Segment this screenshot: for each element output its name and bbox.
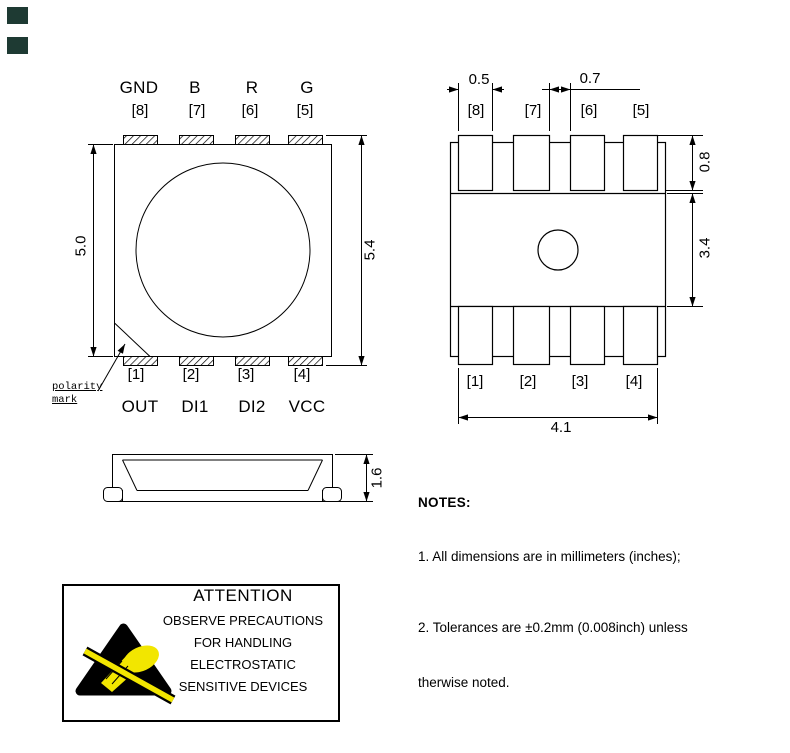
dim-5-4-label: 5.4 bbox=[361, 239, 379, 261]
pin-num-8: [8] bbox=[131, 102, 149, 119]
back-pads-bottom bbox=[457, 305, 659, 366]
bullet-mark-top bbox=[7, 7, 28, 24]
dim-0-7-label: 0.7 bbox=[579, 70, 601, 87]
section-bullet-marks bbox=[7, 7, 28, 54]
note-1: 1. All dimensions are in millimeters (in… bbox=[418, 549, 681, 564]
back-pads-top bbox=[457, 134, 659, 192]
top-view-outline bbox=[88, 135, 367, 392]
esd-slash bbox=[83, 648, 175, 703]
pin-num-2: [2] bbox=[182, 366, 200, 383]
dim-0-7-lines bbox=[542, 83, 640, 131]
side-lead-feet bbox=[103, 487, 342, 502]
dim-5-0-label: 5.0 bbox=[72, 235, 90, 257]
back-pad-1: [1] bbox=[466, 373, 484, 390]
attention-border bbox=[62, 584, 340, 722]
attention-title: ATTENTION bbox=[193, 586, 293, 605]
back-pad-5: [5] bbox=[632, 102, 650, 119]
mark-word: mark bbox=[52, 394, 78, 406]
top-view-pads-bottom bbox=[123, 356, 323, 366]
notes-heading: NOTES: bbox=[418, 495, 471, 510]
pin-name-di2: DI2 bbox=[238, 397, 266, 416]
polarity-word: polarity bbox=[52, 381, 103, 393]
polarity-leader-arrow bbox=[97, 343, 126, 392]
dim-0-8-label: 0.8 bbox=[696, 151, 714, 173]
attention-text: OBSERVE PRECAUTIONS FOR HANDLING ELECTRO… bbox=[147, 610, 339, 698]
pin-num-3: [3] bbox=[237, 366, 255, 383]
polarity-chamfer-line bbox=[114, 322, 151, 357]
side-view-outline bbox=[103, 454, 373, 502]
reflector-cup-lines bbox=[122, 459, 323, 491]
back-pad-4: [4] bbox=[625, 373, 643, 390]
dim-0-8-lines bbox=[658, 135, 703, 191]
dim-4-1-lines bbox=[458, 368, 658, 424]
dim-0-5-lines bbox=[447, 83, 504, 131]
pin-num-7: [7] bbox=[188, 102, 206, 119]
back-view-dimensions bbox=[447, 83, 703, 424]
back-pad-8: [8] bbox=[467, 102, 485, 119]
pin-num-6: [6] bbox=[241, 102, 259, 119]
back-view-outline bbox=[449, 134, 667, 366]
esd-symbol bbox=[75, 623, 176, 705]
center-hole-circle bbox=[537, 229, 579, 271]
pin-name-r: R bbox=[245, 78, 259, 97]
pin-num-5: [5] bbox=[296, 102, 314, 119]
top-view-pads-top bbox=[123, 135, 323, 145]
pin-num-4: [4] bbox=[293, 366, 311, 383]
attention-line-3: ELECTROSTATIC bbox=[190, 657, 296, 672]
bullet-mark-bottom bbox=[7, 37, 28, 54]
attention-line-4: SENSITIVE DEVICES bbox=[178, 679, 308, 694]
pin-name-out: OUT bbox=[121, 397, 159, 416]
back-pad-3: [3] bbox=[571, 373, 589, 390]
back-pad-6: [6] bbox=[580, 102, 598, 119]
side-body bbox=[112, 454, 333, 502]
back-body bbox=[449, 141, 667, 358]
note-2: 2. Tolerances are ±0.2mm (0.008inch) unl… bbox=[418, 620, 688, 635]
back-pad-7: [7] bbox=[524, 102, 542, 119]
pin-name-vcc: VCC bbox=[288, 397, 326, 416]
led-lens-circle bbox=[135, 162, 311, 338]
dim-3-4-lines bbox=[667, 193, 703, 307]
note-3: therwise noted. bbox=[418, 675, 510, 690]
pin-name-g: G bbox=[300, 78, 314, 97]
dim-5-4-lines bbox=[326, 135, 367, 366]
back-pad-2: [2] bbox=[519, 373, 537, 390]
dim-1-6-lines bbox=[335, 454, 373, 502]
dim-3-4-label: 3.4 bbox=[696, 237, 714, 259]
esd-attention-box bbox=[62, 584, 340, 722]
pin-num-1: [1] bbox=[127, 366, 145, 383]
dim-1-6-label: 1.6 bbox=[368, 467, 386, 489]
pin-name-gnd: GND bbox=[119, 78, 159, 97]
dim-0-5-label: 0.5 bbox=[468, 71, 490, 88]
polarity-mark-label: polarity mark bbox=[52, 381, 102, 407]
package-body bbox=[114, 144, 332, 357]
attention-line-1: OBSERVE PRECAUTIONS bbox=[162, 613, 324, 628]
dim-5-0-lines bbox=[88, 144, 113, 357]
attention-line-2: FOR HANDLING bbox=[193, 635, 293, 650]
pin-name-b: B bbox=[189, 78, 201, 97]
pin-name-di1: DI1 bbox=[181, 397, 209, 416]
dim-4-1-label: 4.1 bbox=[550, 419, 572, 436]
